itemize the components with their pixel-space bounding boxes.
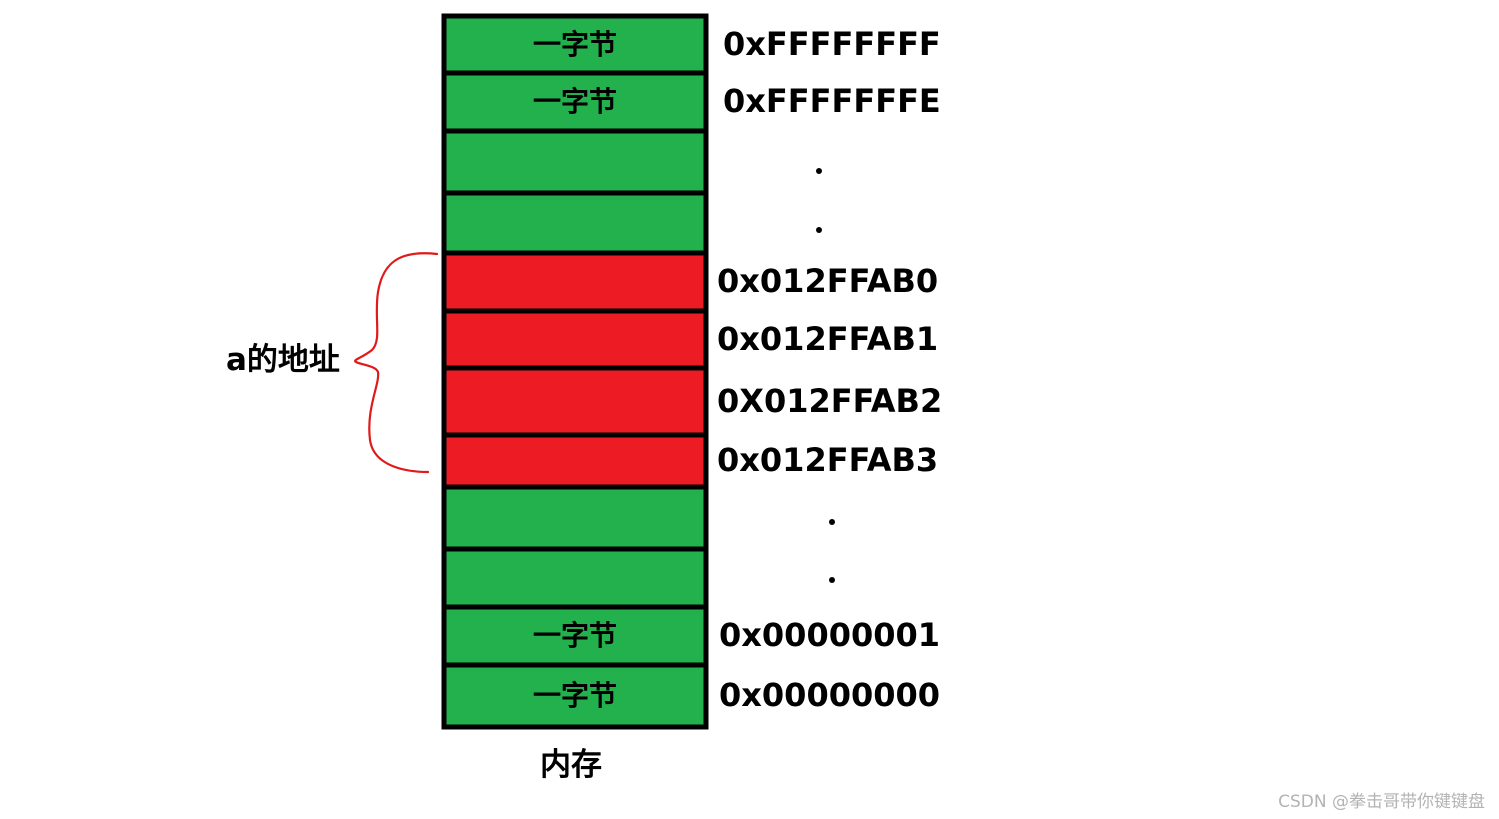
memory-cells [441,13,709,730]
memory-cell [441,128,709,196]
cell-label: 一字节 [532,679,617,712]
cell-address: 0xFFFFFFFF [723,24,941,63]
ellipsis-dot [829,577,835,583]
memory-cell [441,662,709,730]
cell-address: 0x00000000 [719,676,941,714]
memory-cell-var-a [441,308,709,371]
cell-address: 0x012FFAB1 [717,319,939,358]
address-brace [354,252,439,474]
memory-cell-var-a [441,250,709,314]
cell-label: 一字节 [532,85,617,118]
memory-cell [441,546,709,610]
cell-address: 0x012FFAB3 [717,441,939,479]
ellipsis-dot [829,519,835,525]
memory-cell-var-a [441,432,709,490]
memory-caption: 内存 [540,747,602,783]
cell-label: 一字节 [532,619,617,652]
ellipsis-dot [816,227,822,233]
cell-address: 0x00000001 [719,616,941,654]
ellipsis-dot [816,168,822,174]
memory-cell [441,484,709,552]
cell-address: 0X012FFAB2 [717,381,943,420]
cell-address: 0x012FFAB0 [717,262,939,300]
cell-label: 一字节 [532,27,617,61]
cell-address: 0xFFFFFFFE [723,82,941,120]
brace-label: a的地址 [226,342,340,378]
memory-cell-var-a [441,365,709,438]
memory-cell [441,190,709,256]
watermark: CSDN @拳击哥带你键键盘 [1278,792,1485,812]
